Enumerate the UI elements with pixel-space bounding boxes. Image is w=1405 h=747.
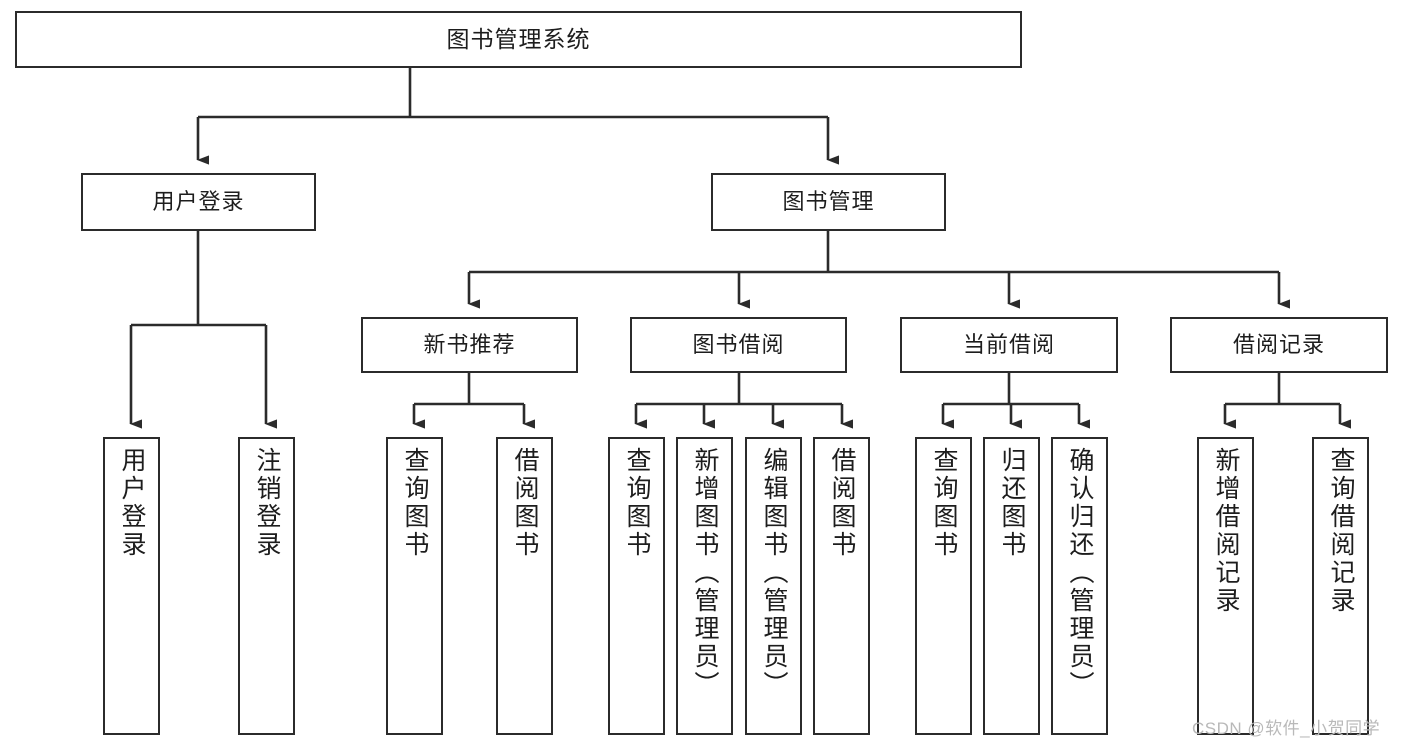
- node-borrow-record-label: 借阅记录: [1232, 332, 1325, 358]
- node-leaf-add-book[interactable]: 新增图书（管理员）: [676, 437, 733, 735]
- node-leaf-add-book-label: 新增图书（管理员）: [691, 447, 719, 699]
- node-leaf-confirm-return-label: 确认归还（管理员）: [1066, 447, 1094, 699]
- node-new-book-rec[interactable]: 新书推荐: [361, 317, 578, 373]
- node-current-borrow-label: 当前借阅: [962, 332, 1055, 358]
- node-book-borrow-label: 图书借阅: [692, 332, 785, 358]
- node-current-borrow[interactable]: 当前借阅: [900, 317, 1118, 373]
- node-leaf-add-record[interactable]: 新增借阅记录: [1197, 437, 1254, 735]
- node-user-login-label: 用户登录: [152, 189, 245, 215]
- node-leaf-borrow-book-1-label: 借阅图书: [511, 447, 539, 559]
- node-leaf-borrow-book-1[interactable]: 借阅图书: [496, 437, 553, 735]
- node-leaf-edit-book-label: 编辑图书（管理员）: [760, 447, 788, 699]
- node-user-login[interactable]: 用户登录: [81, 173, 316, 231]
- node-leaf-user-login-label: 用户登录: [118, 447, 146, 559]
- node-root-label: 图书管理系统: [446, 25, 591, 52]
- node-leaf-return-book[interactable]: 归还图书: [983, 437, 1040, 735]
- node-leaf-logout-label: 注销登录: [253, 447, 281, 559]
- node-book-manage[interactable]: 图书管理: [711, 173, 946, 231]
- node-leaf-add-record-label: 新增借阅记录: [1212, 447, 1240, 615]
- node-leaf-logout[interactable]: 注销登录: [238, 437, 295, 735]
- node-book-manage-label: 图书管理: [782, 189, 875, 215]
- node-leaf-query-book-3-label: 查询图书: [930, 447, 958, 559]
- node-leaf-confirm-return[interactable]: 确认归还（管理员）: [1051, 437, 1108, 735]
- node-new-book-rec-label: 新书推荐: [423, 332, 516, 358]
- node-leaf-query-book-2-label: 查询图书: [623, 447, 651, 559]
- node-leaf-query-record[interactable]: 查询借阅记录: [1312, 437, 1369, 735]
- node-leaf-edit-book[interactable]: 编辑图书（管理员）: [745, 437, 802, 735]
- node-leaf-borrow-book-2-label: 借阅图书: [828, 447, 856, 559]
- node-leaf-borrow-book-2[interactable]: 借阅图书: [813, 437, 870, 735]
- node-leaf-query-book-1[interactable]: 查询图书: [386, 437, 443, 735]
- csdn-watermark: CSDN @软件_小贺同学: [1192, 719, 1381, 738]
- node-leaf-query-book-3[interactable]: 查询图书: [915, 437, 972, 735]
- node-book-borrow[interactable]: 图书借阅: [630, 317, 847, 373]
- node-leaf-user-login[interactable]: 用户登录: [103, 437, 160, 735]
- node-leaf-query-record-label: 查询借阅记录: [1327, 447, 1355, 615]
- node-root[interactable]: 图书管理系统: [15, 11, 1022, 68]
- node-leaf-query-book-1-label: 查询图书: [401, 447, 429, 559]
- node-leaf-query-book-2[interactable]: 查询图书: [608, 437, 665, 735]
- node-leaf-return-book-label: 归还图书: [998, 447, 1026, 559]
- node-borrow-record[interactable]: 借阅记录: [1170, 317, 1388, 373]
